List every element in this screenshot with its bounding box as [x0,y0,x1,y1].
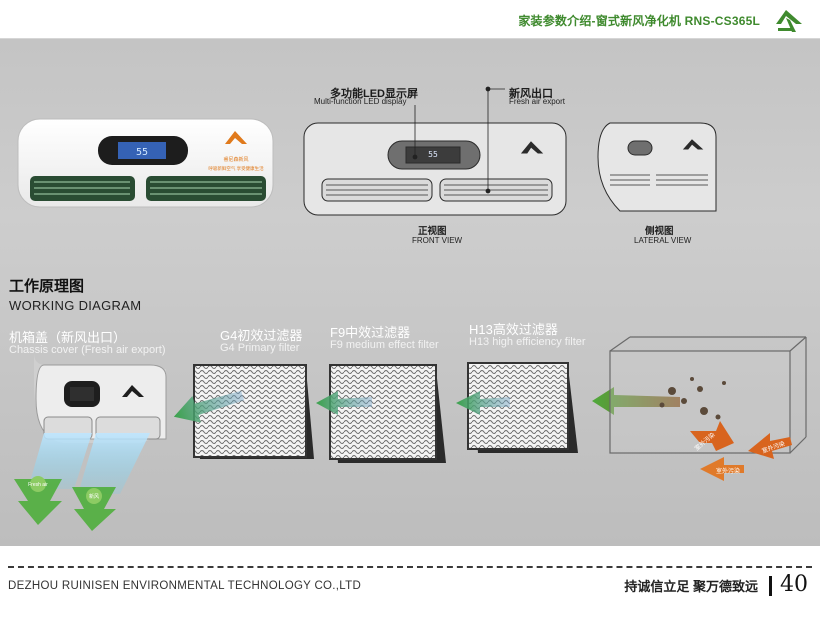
fresh-air-tag-1: Fresh air [28,482,48,488]
company-name: DEZHOU RUINISEN ENVIRONMENTAL TECHNOLOGY… [8,580,362,592]
page-number-bar [769,576,772,596]
working-diagram-title-cn: 工作原理图 [9,278,85,295]
display-label-en: Multi-function LED display [314,97,407,106]
export-label-cn: 新风出口 [509,88,553,100]
h13-label-en: H13 high efficiency filter [469,336,586,348]
g4-filter [193,364,314,459]
product-photo: 55 睿尼森新风 呼吸新鲜空气 享受健康生活 [17,118,274,208]
lateral-view-cn: 侧视图 [645,226,674,237]
h13-filter [467,362,578,453]
chassis-label-en: Chassis cover (Fresh air export) [9,344,166,356]
g4-label-en: G4 Primary filter [220,342,300,354]
slogan: 持诚信立足 聚万德致远 [624,579,758,594]
lateral-view-drawing [597,122,717,212]
front-view-en: FRONT VIEW [412,236,463,245]
g4-label-cn: G4初效过滤器 [220,328,303,343]
illustration-canvas: 55 睿尼森新风 呼吸新鲜空气 享受健康生活 55 [14,86,807,531]
content-panel: 55 睿尼森新风 呼吸新鲜空气 享受健康生活 55 [0,39,820,546]
export-label-en: Fresh air export [509,97,566,106]
page-number: 40 [780,572,808,597]
chassis-cover-drawing: Fresh air 新风 [14,353,167,531]
outdoor-tag-2: 室外污染 [716,467,740,475]
fresh-air-tag-2: 新风 [89,493,99,500]
chassis-label-cn: 机箱盖（新风出口） [9,330,127,345]
dashed-divider [8,566,812,568]
panel-text-2: 呼吸新鲜空气 享受健康生活 [208,165,264,172]
f9-filter [329,364,446,463]
pollution-arrows [690,421,792,481]
page-header: 家装参数介绍-窗式新风净化机 RNS-CS365L [0,0,820,39]
f9-label-cn: F9中效过滤器 [330,325,411,340]
f9-label-en: F9 medium effect filter [330,339,439,351]
callout-lines [412,86,505,194]
front-display-readout: 55 [428,150,438,159]
working-diagram-title-en: WORKING DIAGRAM [9,298,142,313]
pollution-particles [659,377,726,420]
panel-text-1: 睿尼森新风 [223,156,248,163]
page-footer: DEZHOU RUINISEN ENVIRONMENTAL TECHNOLOGY… [0,546,820,625]
front-view-cn: 正视图 [418,226,447,237]
h13-label-cn: H13高效过滤器 [469,322,558,337]
display-label-cn: 多功能LED显示屏 [330,88,418,100]
page-title: 家装参数介绍-窗式新风净化机 RNS-CS365L [518,14,760,28]
airflow-arrows [173,387,680,423]
front-view-drawing [303,122,567,216]
display-readout: 55 [136,147,148,158]
brand-logo-icon [776,10,802,32]
lateral-view-en: LATERAL VIEW [634,236,692,245]
